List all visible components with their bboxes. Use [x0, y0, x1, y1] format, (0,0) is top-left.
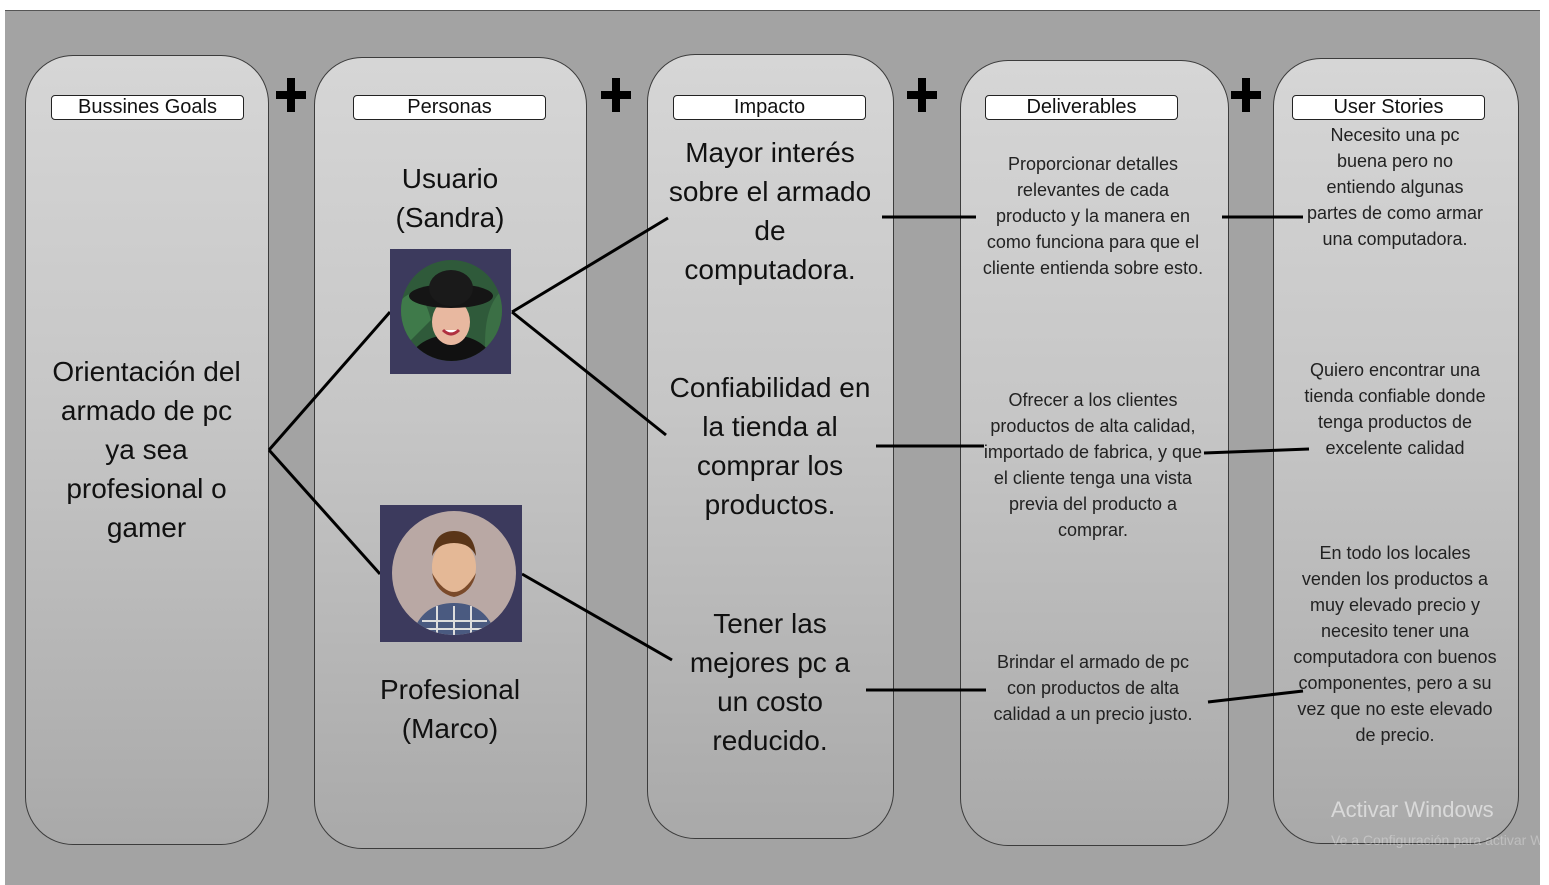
deliverable-item: Ofrecer a los clientes productos de alta…: [983, 390, 1203, 540]
persona-marco-label: Profesional (Marco): [379, 674, 521, 744]
goals-header: Bussines Goals: [51, 95, 244, 120]
avatar-marco: [380, 505, 522, 642]
avatar-marco-photo: [392, 511, 516, 635]
deliverables-column: [960, 60, 1229, 846]
user-story-item: En todo los locales venden los productos…: [1293, 543, 1497, 745]
plus-icon: [601, 78, 631, 112]
activation-watermark-title: Activar Windows: [1331, 797, 1494, 822]
impact-item: Mayor interés sobre el armado de computa…: [668, 137, 872, 285]
personas-column: [314, 57, 587, 849]
avatar-sandra-photo: [401, 260, 502, 361]
plus-icon: [1231, 78, 1261, 112]
deliverables-header: Deliverables: [985, 95, 1178, 120]
stories-column: [1273, 58, 1519, 844]
impacto-column: [647, 54, 894, 839]
persona-sandra-label: Usuario (Sandra): [395, 163, 505, 233]
goal-text: Orientación del armado de pc ya sea prof…: [52, 356, 241, 543]
plus-icon: [276, 78, 306, 112]
activation-watermark-subtitle: Ve a Configuración para activar Windows.: [1331, 832, 1546, 848]
stories-header: User Stories: [1292, 95, 1485, 120]
impact-item: Confiabilidad en la tienda al comprar lo…: [669, 372, 871, 520]
impact-item: Tener las mejores pc a un costo reducido…: [689, 608, 851, 756]
deliverable-item: Proporcionar detalles relevantes de cada…: [982, 154, 1204, 278]
user-story-item: Quiero encontrar una tienda confiable do…: [1304, 360, 1486, 458]
plus-icon: [907, 78, 937, 112]
goals-column: [25, 55, 269, 845]
avatar-sandra: [390, 249, 511, 374]
deliverable-item: Brindar el armado de pc con productos de…: [993, 652, 1193, 724]
user-story-item: Necesito una pc buena pero no entiendo a…: [1306, 125, 1484, 249]
personas-header: Personas: [353, 95, 546, 120]
impacto-header: Impacto: [673, 95, 866, 120]
